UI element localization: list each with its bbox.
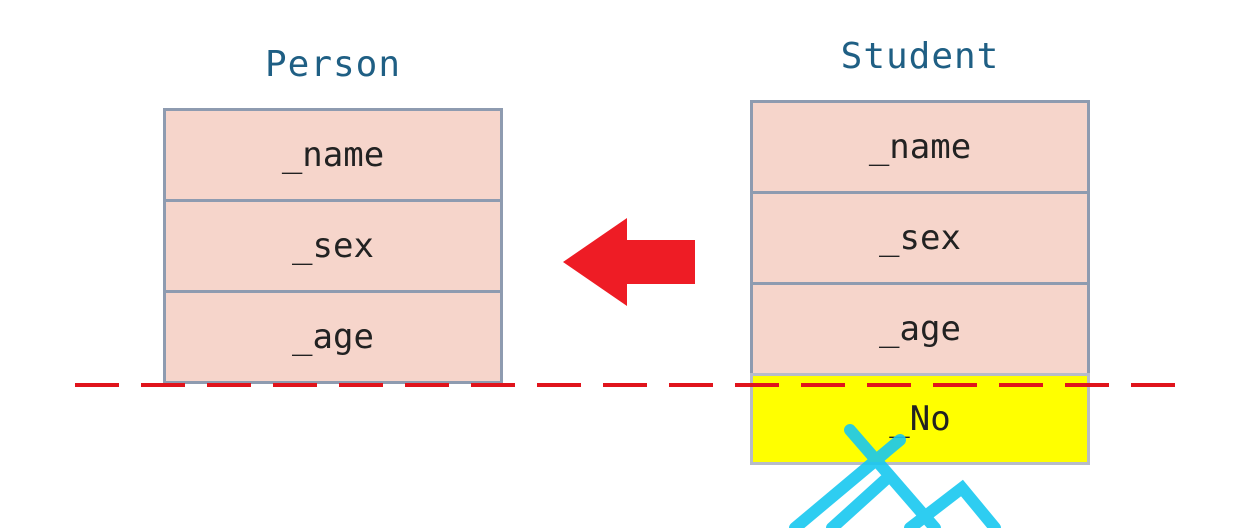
person-field-sex: _sex [163,199,503,293]
person-title: Person [264,44,402,85]
student-field-no: _No [750,373,1090,465]
left-arrow-icon [563,218,695,306]
student-stack: _name _sex _age _No [750,100,1090,465]
watermark-mark [789,424,1001,528]
student-field-name: _name [750,100,1090,194]
person-field-name: _name [163,108,503,202]
student-title: Student [840,36,1000,77]
person-field-age: _age [163,290,503,384]
person-stack: _name _sex _age [163,108,503,384]
student-field-age: _age [750,282,1090,376]
